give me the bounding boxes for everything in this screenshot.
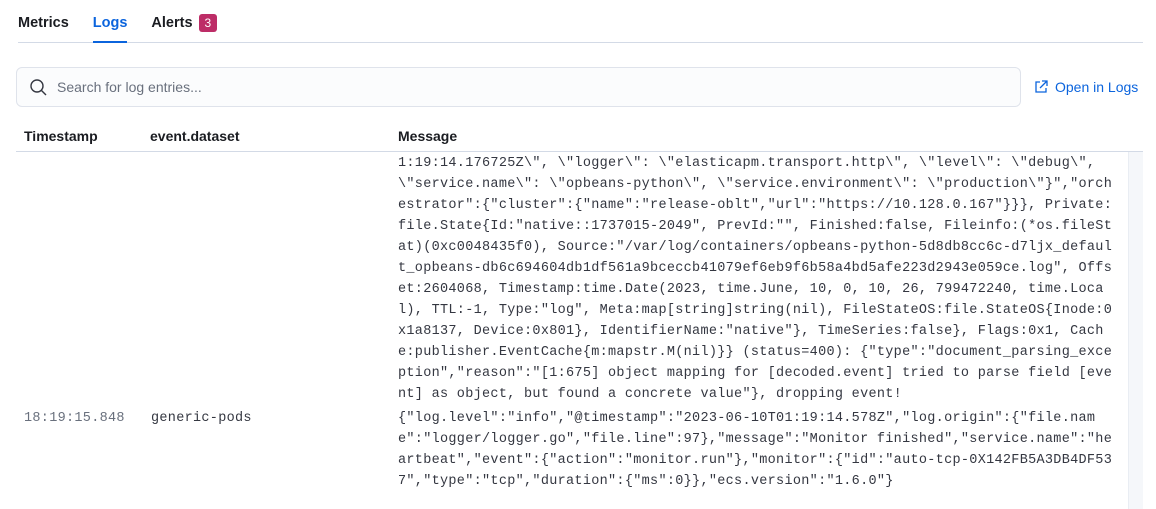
log-message: {"log.level":"info","@timestamp":"2023-0… xyxy=(398,408,1112,492)
tab-metrics[interactable]: Metrics xyxy=(18,0,69,43)
column-header-dataset[interactable]: event.dataset xyxy=(150,128,240,144)
log-dataset: generic-pods xyxy=(151,411,252,426)
log-message-line: at)(0xc0048435f0), Source:"/var/log/cont… xyxy=(398,240,1113,255)
open-in-logs-label: Open in Logs xyxy=(1055,79,1139,95)
log-message-line: e":"logger/logger.go","file.line":97},"m… xyxy=(398,432,1113,447)
log-message-line: \"service.name\": \"opbeans-python\", \"… xyxy=(398,177,1113,192)
log-timestamp: 18:19:15.848 xyxy=(24,411,125,426)
alerts-count-badge: 3 xyxy=(198,14,218,32)
tab-label: Logs xyxy=(92,15,128,31)
log-message-line: x1a8137, Device:0x801}, IdentifierName:"… xyxy=(398,324,1104,339)
tab-label: Alerts xyxy=(151,15,193,31)
column-header-message[interactable]: Message xyxy=(398,128,458,144)
table-header: Timestamp event.dataset Message xyxy=(16,125,1143,152)
search-input[interactable] xyxy=(57,79,957,95)
search-icon xyxy=(30,79,47,96)
scrollbar[interactable] xyxy=(1128,152,1143,509)
tab-label: Metrics xyxy=(18,15,69,31)
log-message-line: artbeat","event":{"action":"monitor.run"… xyxy=(398,453,1113,468)
open-in-logs-link[interactable]: Open in Logs xyxy=(1034,79,1138,95)
log-message-line: {"log.level":"info","@timestamp":"2023-0… xyxy=(398,411,1096,426)
search-field[interactable] xyxy=(16,67,1021,107)
log-message-line: e:publisher.EventCache{m:mapstr.M(nil)}}… xyxy=(398,345,1113,360)
log-message-line: nt] as object, but found a concrete valu… xyxy=(398,387,903,402)
tab-bar: Metrics Logs Alerts 3 xyxy=(18,0,1143,43)
tab-alerts[interactable]: Alerts 3 xyxy=(151,0,218,43)
log-message-line: ption","reason":"[1:675] object mapping … xyxy=(398,366,1113,381)
log-message-line: t_opbeans-db6c694604db1df561a9bceccb4107… xyxy=(398,261,1113,276)
tab-logs[interactable]: Logs xyxy=(92,0,128,43)
log-message: 1:19:14.176725Z\", \"logger\": \"elastic… xyxy=(398,153,1112,405)
log-message-line: et:2604068, Timestamp:time.Date(2023, ti… xyxy=(398,282,1104,297)
column-header-timestamp[interactable]: Timestamp xyxy=(24,128,98,144)
log-message-line: l), TTL:-1, Type:"log", Meta:map[string]… xyxy=(398,303,1113,318)
log-message-line: estrator":{"cluster":{"name":"release-ob… xyxy=(398,198,1113,213)
log-message-line: file.State{Id:"native::1737015-2049", Pr… xyxy=(398,219,1113,234)
log-message-line: 7","type":"tcp","duration":{"ms":0}},"ec… xyxy=(398,474,894,489)
external-link-icon xyxy=(1035,80,1048,93)
log-message-line: 1:19:14.176725Z\", \"logger\": \"elastic… xyxy=(398,156,1096,171)
